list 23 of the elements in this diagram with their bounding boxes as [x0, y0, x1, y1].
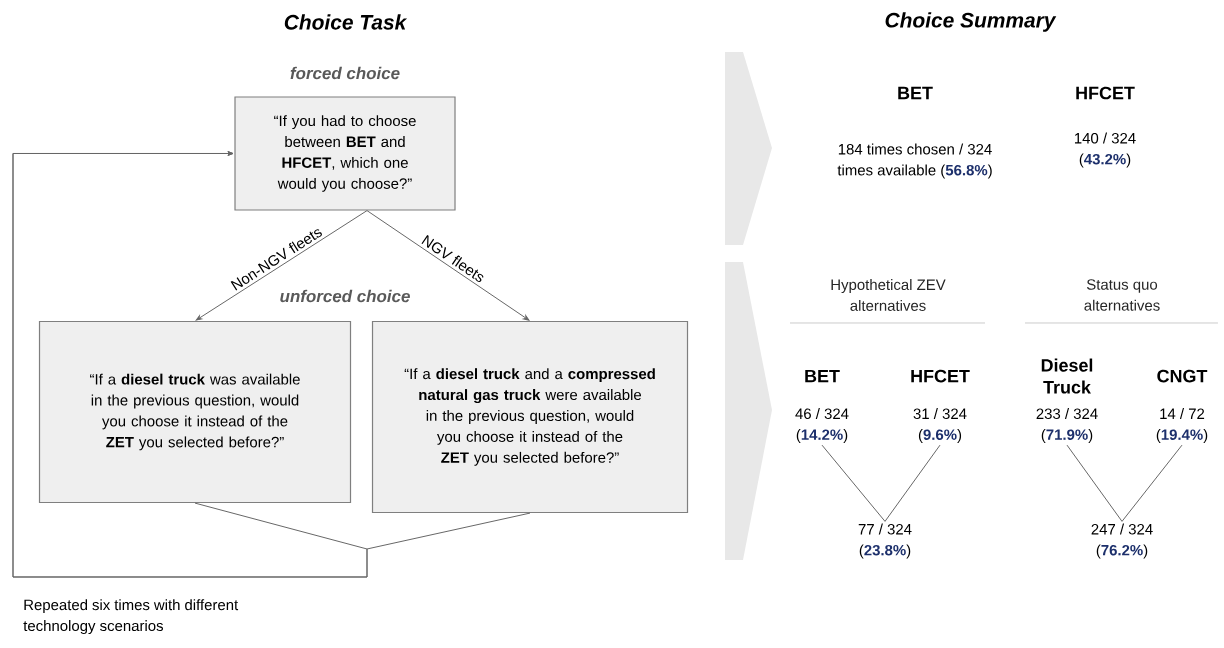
stat-text: Diesel Truck 233 / 324 (71.9%) [1036, 358, 1098, 443]
column-heading: HFCET [1076, 86, 1135, 100]
group-heading: Hypothetical ZEV alternatives [831, 279, 946, 311]
question-box: forced choice “If you had to choose between BET and HFCET, which one would you choose?” [234, 66, 456, 211]
column-heading: BET [898, 86, 933, 100]
node-label: forced choice [290, 66, 400, 80]
arrow [195, 210, 368, 321]
heading: Choice Summary [885, 12, 1057, 32]
question-box: “If a diesel truck and a compressed natural gas truck were available in the previous question, would you choose it instead of the ZET you selected before?” [371, 320, 689, 514]
stat-text: BET 46 / 324 (14.2%) [795, 369, 849, 443]
stat-text: 184 times chosen / 324 times available (56.8%) [837, 143, 992, 179]
heading: Choice Task [284, 14, 408, 30]
stat-text: 247 / 324 (76.2%) [1091, 523, 1153, 559]
note-text: Repeated six times with different technology scenarios [23, 599, 239, 635]
arrow [12, 151, 531, 578]
stat-text: 77 / 324 (23.8%) [858, 523, 912, 559]
stat-text: HFCET 31 / 324 (9.6%) [911, 369, 970, 443]
subheading: unforced choice [280, 289, 410, 303]
stat-text: CNGT 14 / 72 (19.4%) [1156, 369, 1208, 443]
arrow [366, 210, 530, 321]
question-box: “If a diesel truck was available in the previous question, would you choose it instead of the ZET you selected before?” [38, 320, 352, 504]
group-heading: Status quo alternatives [1084, 279, 1160, 311]
stat-text: 140 / 324 (43.2%) [1075, 132, 1136, 168]
